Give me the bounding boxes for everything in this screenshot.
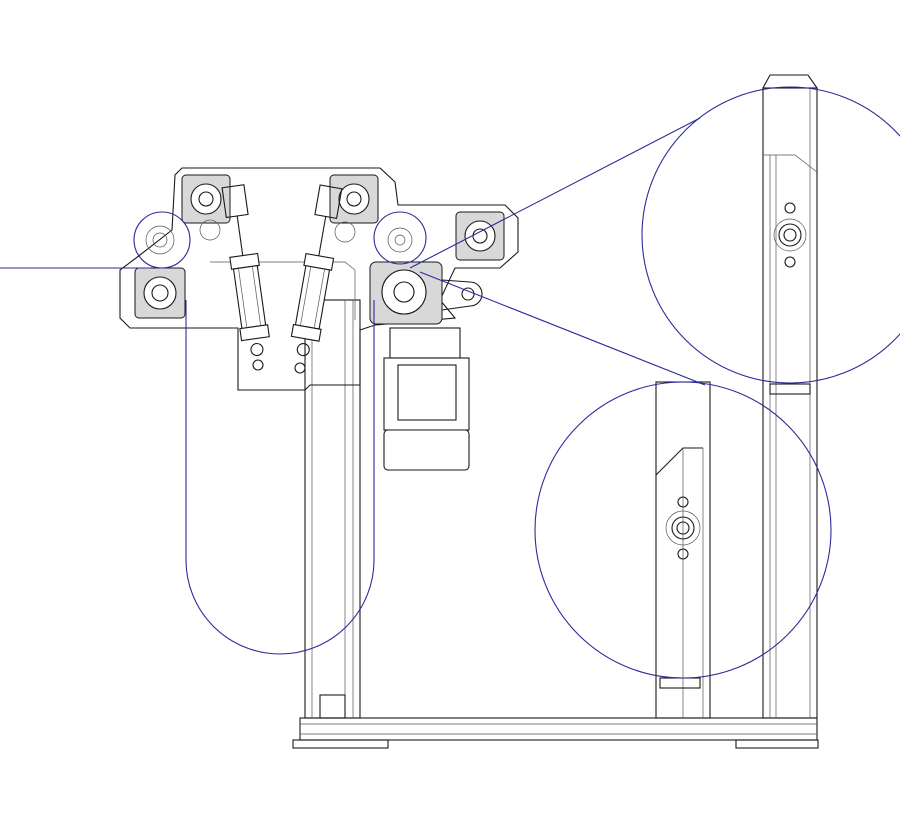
web-path [0,86,900,679]
upper-roll [641,86,900,384]
idler-rollers [145,219,413,255]
cylinder-right [290,184,343,357]
bearing-upper-right [329,174,379,224]
lower-roll [534,381,832,679]
base-frame [292,717,819,749]
mounting-plate [119,167,519,391]
left-column [304,299,361,719]
bearing-lower-left [134,267,186,319]
pivot-left [252,359,264,371]
right-tower [762,74,819,719]
cylinder-left [221,184,270,357]
bearing-upper-left [181,174,231,224]
middle-tower [655,381,711,719]
gear-motor [369,261,483,471]
pivot-right [294,362,306,374]
bearing-right [455,211,505,261]
